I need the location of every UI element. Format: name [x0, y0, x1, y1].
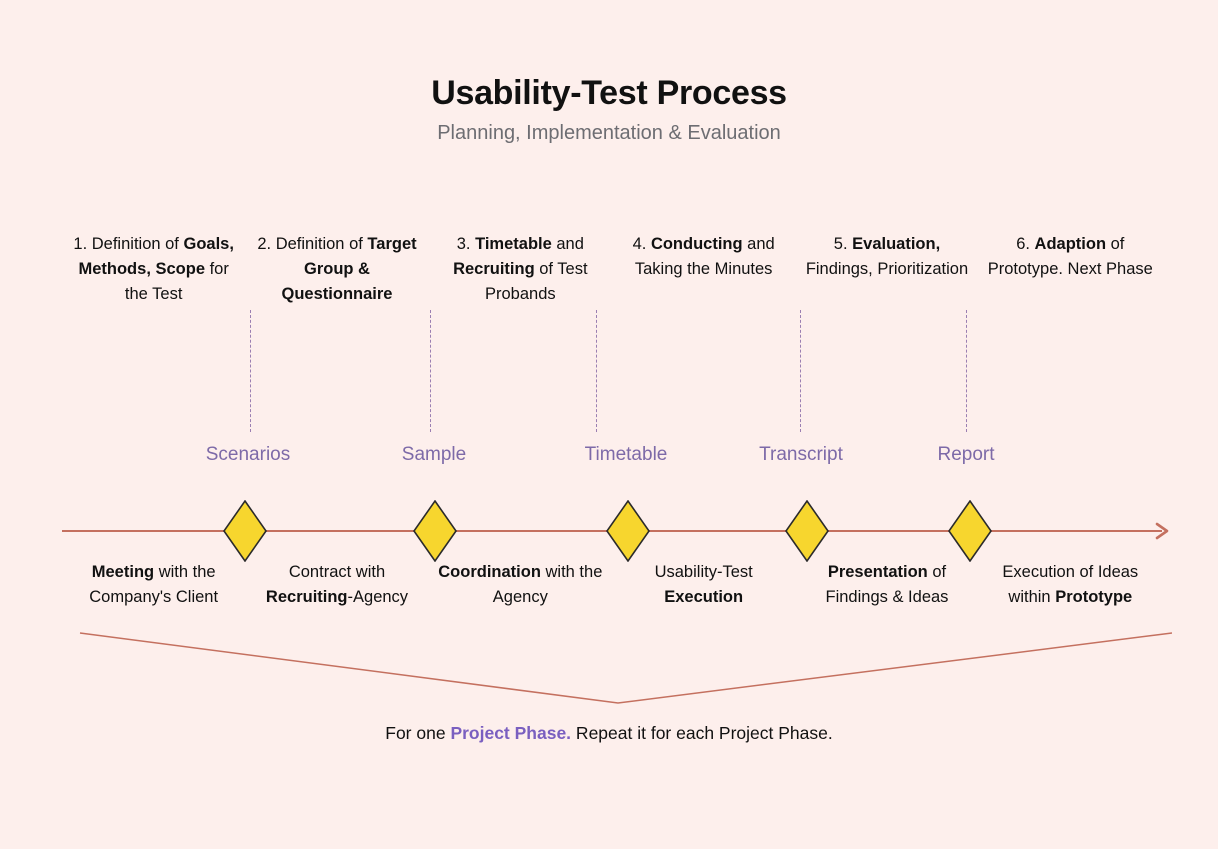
milestone-label-6: Execution of Ideas within Prototype — [979, 560, 1162, 610]
emphasis-text: Recruiting — [453, 260, 535, 278]
footer-accent: Project Phase. — [450, 723, 572, 743]
footer-tail: Repeat it for each Project Phase. — [571, 723, 833, 743]
diamond-marker-1 — [223, 499, 267, 563]
deliverable-label-4: Transcript — [759, 444, 843, 465]
plain-text: Findings, Prioritization — [805, 260, 969, 278]
step-number: 6. — [1016, 235, 1030, 253]
milestone-label-5: Presentation of Findings & Ideas — [795, 560, 978, 610]
process-step-4: 4. Conducting and Taking the Minutes — [612, 232, 795, 307]
plain-text: with the Agency — [492, 563, 603, 606]
process-step-1: 1. Definition of Goals, Methods, Scope f… — [62, 232, 245, 307]
phase-divider-2 — [430, 310, 431, 432]
emphasis-text: Conducting — [650, 235, 743, 253]
plain-text: of Findings & Ideas — [825, 563, 949, 606]
phase-divider-3 — [596, 310, 597, 432]
diamond-marker-3 — [606, 499, 650, 563]
plain-text: of Prototype. Next Phase — [987, 235, 1153, 278]
plain-text: for the Test — [124, 260, 229, 303]
plain-text: with the Company's Client — [89, 563, 219, 606]
plain-text: and Taking the Minutes — [634, 235, 775, 278]
milestone-label-1: Meeting with the Company's Client — [62, 560, 245, 610]
process-step-2: 2. Definition of Target Group & Question… — [245, 232, 428, 307]
step-number: 4. — [632, 235, 647, 253]
emphasis-text: Goals, Methods, Scope — [78, 235, 234, 278]
plain-text: Usability-Test — [654, 563, 753, 581]
process-step-3: 3. Timetable and Recruiting of Test Prob… — [429, 232, 612, 307]
process-step-6: 6. Adaption of Prototype. Next Phase — [979, 232, 1162, 307]
header: Usability-Test Process Planning, Impleme… — [0, 74, 1218, 145]
plain-text: of Test Probands — [485, 260, 588, 303]
emphasis-text: Evaluation, — [852, 235, 941, 253]
arrow-right-icon — [1152, 520, 1174, 542]
emphasis-text: Presentation — [827, 563, 928, 581]
deliverable-label-2: Sample — [401, 444, 467, 465]
emphasis-text: Recruiting — [265, 588, 348, 606]
deliverable-label-1: Scenarios — [205, 444, 291, 465]
plain-text: -Agency — [347, 588, 409, 606]
emphasis-text: Meeting — [91, 563, 155, 581]
step-number: 2. — [257, 235, 272, 253]
plain-text: Execution of Ideas within — [1002, 563, 1139, 606]
plain-text: Definition of — [87, 235, 184, 253]
plain-text: Definition of — [271, 235, 368, 253]
emphasis-text: Prototype — [1055, 588, 1133, 606]
emphasis-text: Timetable — [475, 235, 552, 253]
page-subtitle: Planning, Implementation & Evaluation — [437, 122, 781, 145]
footer-lead: For one — [385, 723, 451, 743]
process-steps: 1. Definition of Goals, Methods, Scope f… — [62, 232, 1162, 307]
step-number: 5. — [833, 235, 848, 253]
milestone-label-2: Contract with Recruiting-Agency — [245, 560, 428, 610]
process-step-5: 5. Evaluation, Findings, Prioritization — [795, 232, 978, 307]
phase-divider-4 — [800, 310, 801, 432]
diamond-marker-2 — [413, 499, 457, 563]
phase-bracket — [62, 624, 1173, 714]
emphasis-text: Coordination — [438, 563, 541, 581]
footer-caption: For one Project Phase. Repeat it for eac… — [0, 720, 1218, 746]
milestone-label-4: Usability-Test Execution — [612, 560, 795, 610]
step-number: 3. — [456, 235, 471, 253]
phase-divider-1 — [250, 310, 251, 432]
deliverable-label-5: Report — [937, 444, 995, 465]
phase-divider-5 — [966, 310, 967, 432]
plain-text: and — [551, 235, 584, 253]
milestone-label-3: Coordination with the Agency — [429, 560, 612, 610]
diamond-marker-5 — [948, 499, 992, 563]
emphasis-text: Adaption — [1034, 235, 1107, 253]
plain-text: Contract with — [288, 563, 386, 581]
emphasis-text: Target Group & Questionnaire — [281, 235, 417, 303]
step-number: 1. — [73, 235, 88, 253]
diamond-marker-4 — [785, 499, 829, 563]
emphasis-text: Execution — [664, 588, 744, 606]
page-title: Usability-Test Process — [431, 74, 787, 112]
deliverable-label-3: Timetable — [584, 444, 668, 465]
